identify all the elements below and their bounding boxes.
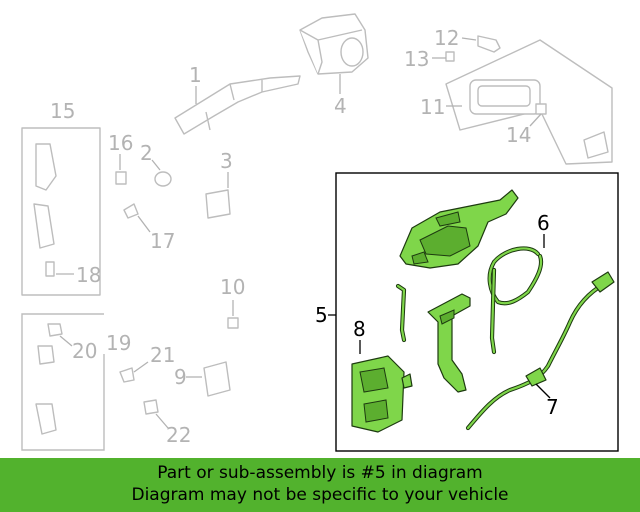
info-banner: Part or sub-assembly is #5 in diagram Di… <box>0 458 640 512</box>
parts-diagram: 4 1 12 13 11 14 15 18 <box>21 13 619 452</box>
assembly-5-box <box>335 172 619 452</box>
part-1-handle-bracket <box>174 75 301 135</box>
part-17-screw <box>123 203 151 233</box>
part-21-screw <box>119 361 149 383</box>
part-5-handle-housing <box>399 189 519 269</box>
callout-6: 6 <box>537 211 550 235</box>
part-2-grommet <box>151 159 172 187</box>
callout-2: 2 <box>140 141 153 165</box>
part-19-group <box>21 313 105 451</box>
callout-13: 13 <box>404 47 429 71</box>
callout-5: 5 <box>315 303 328 327</box>
callout-17: 17 <box>150 229 175 253</box>
part-13-clip <box>432 51 455 62</box>
part-11-inner-panel <box>445 39 613 165</box>
part-8-latch <box>351 355 413 433</box>
callout-19: 19 <box>106 331 131 355</box>
part-6-cable <box>487 246 544 355</box>
callout-16: 16 <box>108 131 133 155</box>
callout-11: 11 <box>420 95 445 119</box>
part-16-clip <box>115 154 127 185</box>
callout-14: 14 <box>506 123 531 147</box>
callout-12: 12 <box>434 26 459 50</box>
callout-15: 15 <box>50 99 75 123</box>
part-5-bracket <box>427 293 471 393</box>
callout-4: 4 <box>334 94 347 118</box>
part-10-clip <box>227 300 239 329</box>
callout-10: 10 <box>220 275 245 299</box>
part-5-rod <box>395 283 407 343</box>
callout-7: 7 <box>546 395 559 419</box>
callout-3: 3 <box>220 149 233 173</box>
part-22-screw <box>143 399 169 429</box>
callout-22: 22 <box>166 423 191 447</box>
callout-21: 21 <box>150 343 175 367</box>
part-4-cylinder <box>299 13 369 94</box>
part-3-pad <box>205 172 231 219</box>
callout-20: 20 <box>72 339 97 363</box>
part-9-striker <box>186 361 231 397</box>
callout-8: 8 <box>353 317 366 341</box>
part-14-screw <box>529 103 547 127</box>
banner-line-1: Part or sub-assembly is #5 in diagram <box>157 463 483 483</box>
callout-9: 9 <box>174 365 187 389</box>
part-7-cable <box>465 271 615 431</box>
part-15-group <box>21 127 101 296</box>
part-12-bolt <box>461 35 501 53</box>
callout-1: 1 <box>189 63 202 87</box>
banner-line-2: Diagram may not be specific to your vehi… <box>131 485 509 505</box>
callout-18: 18 <box>76 263 101 287</box>
